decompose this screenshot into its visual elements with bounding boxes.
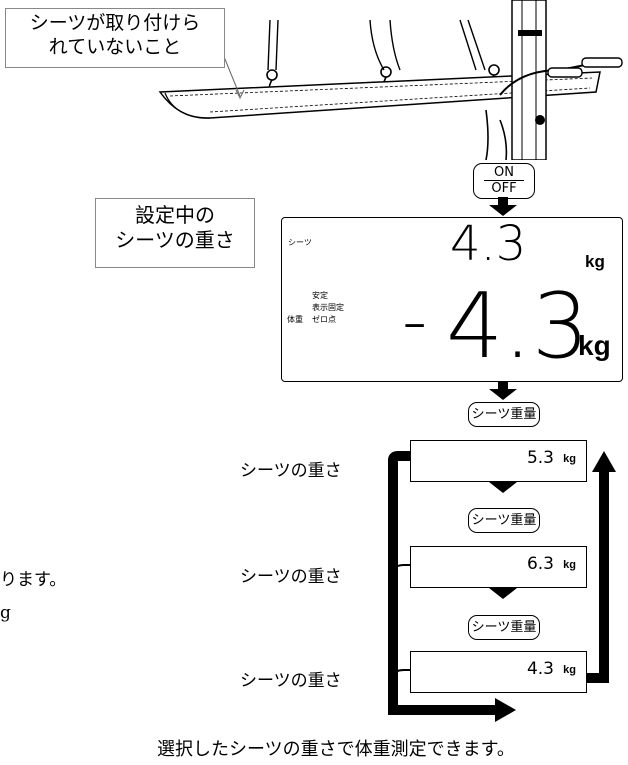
on-label: ON	[484, 165, 524, 181]
sheet-weight-key-3[interactable]: シーツ重量	[468, 615, 540, 640]
sheet-option-value-1: 5.3	[526, 448, 554, 468]
sheet-option-unit-1: kg	[563, 453, 576, 465]
sheet-option-display-3: 4.3 kg	[410, 651, 587, 693]
on-off-key[interactable]: ON OFF	[473, 163, 535, 199]
footer-caption: 選択したシーツの重さで体重測定できます。	[157, 739, 515, 760]
callout-no-sheet-line2: れていないこと	[48, 35, 182, 58]
left-fragment-1: ります。	[0, 570, 67, 590]
sheet-weight-label-2: シーツの重さ	[240, 567, 342, 587]
sheet-option-display-1: 5.3 kg	[410, 440, 587, 482]
scale-display: シーツ 4.3 kg 安定 表示固定 体重 ゼロ点 - 4.3 kg	[281, 216, 623, 382]
sheet-weight-key-1[interactable]: シーツ重量	[468, 402, 540, 427]
weight-sign: -	[402, 280, 428, 362]
callout-no-sheet: シーツが取り付けら れていないこと	[5, 8, 225, 68]
sheet-weight-key-2[interactable]: シーツ重量	[468, 508, 540, 533]
callout-setting-line2: シーツの重さ	[115, 228, 235, 252]
indicator-zero: ゼロ点	[312, 315, 336, 324]
indicator-hold: 表示固定	[312, 303, 344, 312]
left-fragment-2: g	[0, 603, 11, 623]
sheet-option-display-2: 6.3 kg	[410, 546, 587, 588]
callout-no-sheet-line1: シーツが取り付けら	[29, 12, 201, 34]
sheet-label: シーツ	[288, 238, 312, 247]
sheet-weight-unit: kg	[585, 252, 605, 271]
off-label: OFF	[491, 181, 517, 196]
sheet-option-value-2: 6.3	[526, 554, 554, 574]
sheet-weight-label-1: シーツの重さ	[240, 461, 342, 481]
body-weight-unit: kg	[578, 330, 611, 361]
body-weight-value: 4.3	[446, 274, 590, 379]
weight-label: 体重	[287, 315, 303, 324]
sheet-weight-value: 4.3	[450, 216, 527, 272]
callout-setting-line1: 設定中の	[135, 203, 215, 227]
callout-setting-weight: 設定中の シーツの重さ	[95, 198, 255, 268]
cycle-return-arrow	[388, 465, 500, 715]
sheet-option-value-3: 4.3	[526, 659, 554, 679]
sheet-weight-label-3: シーツの重さ	[240, 671, 342, 691]
indicator-stable: 安定	[312, 291, 328, 300]
sling-hanger-illustration	[158, 0, 623, 160]
sheet-option-unit-2: kg	[563, 559, 576, 571]
down-arrow-icon	[498, 197, 508, 207]
sheet-option-unit-3: kg	[563, 664, 576, 676]
